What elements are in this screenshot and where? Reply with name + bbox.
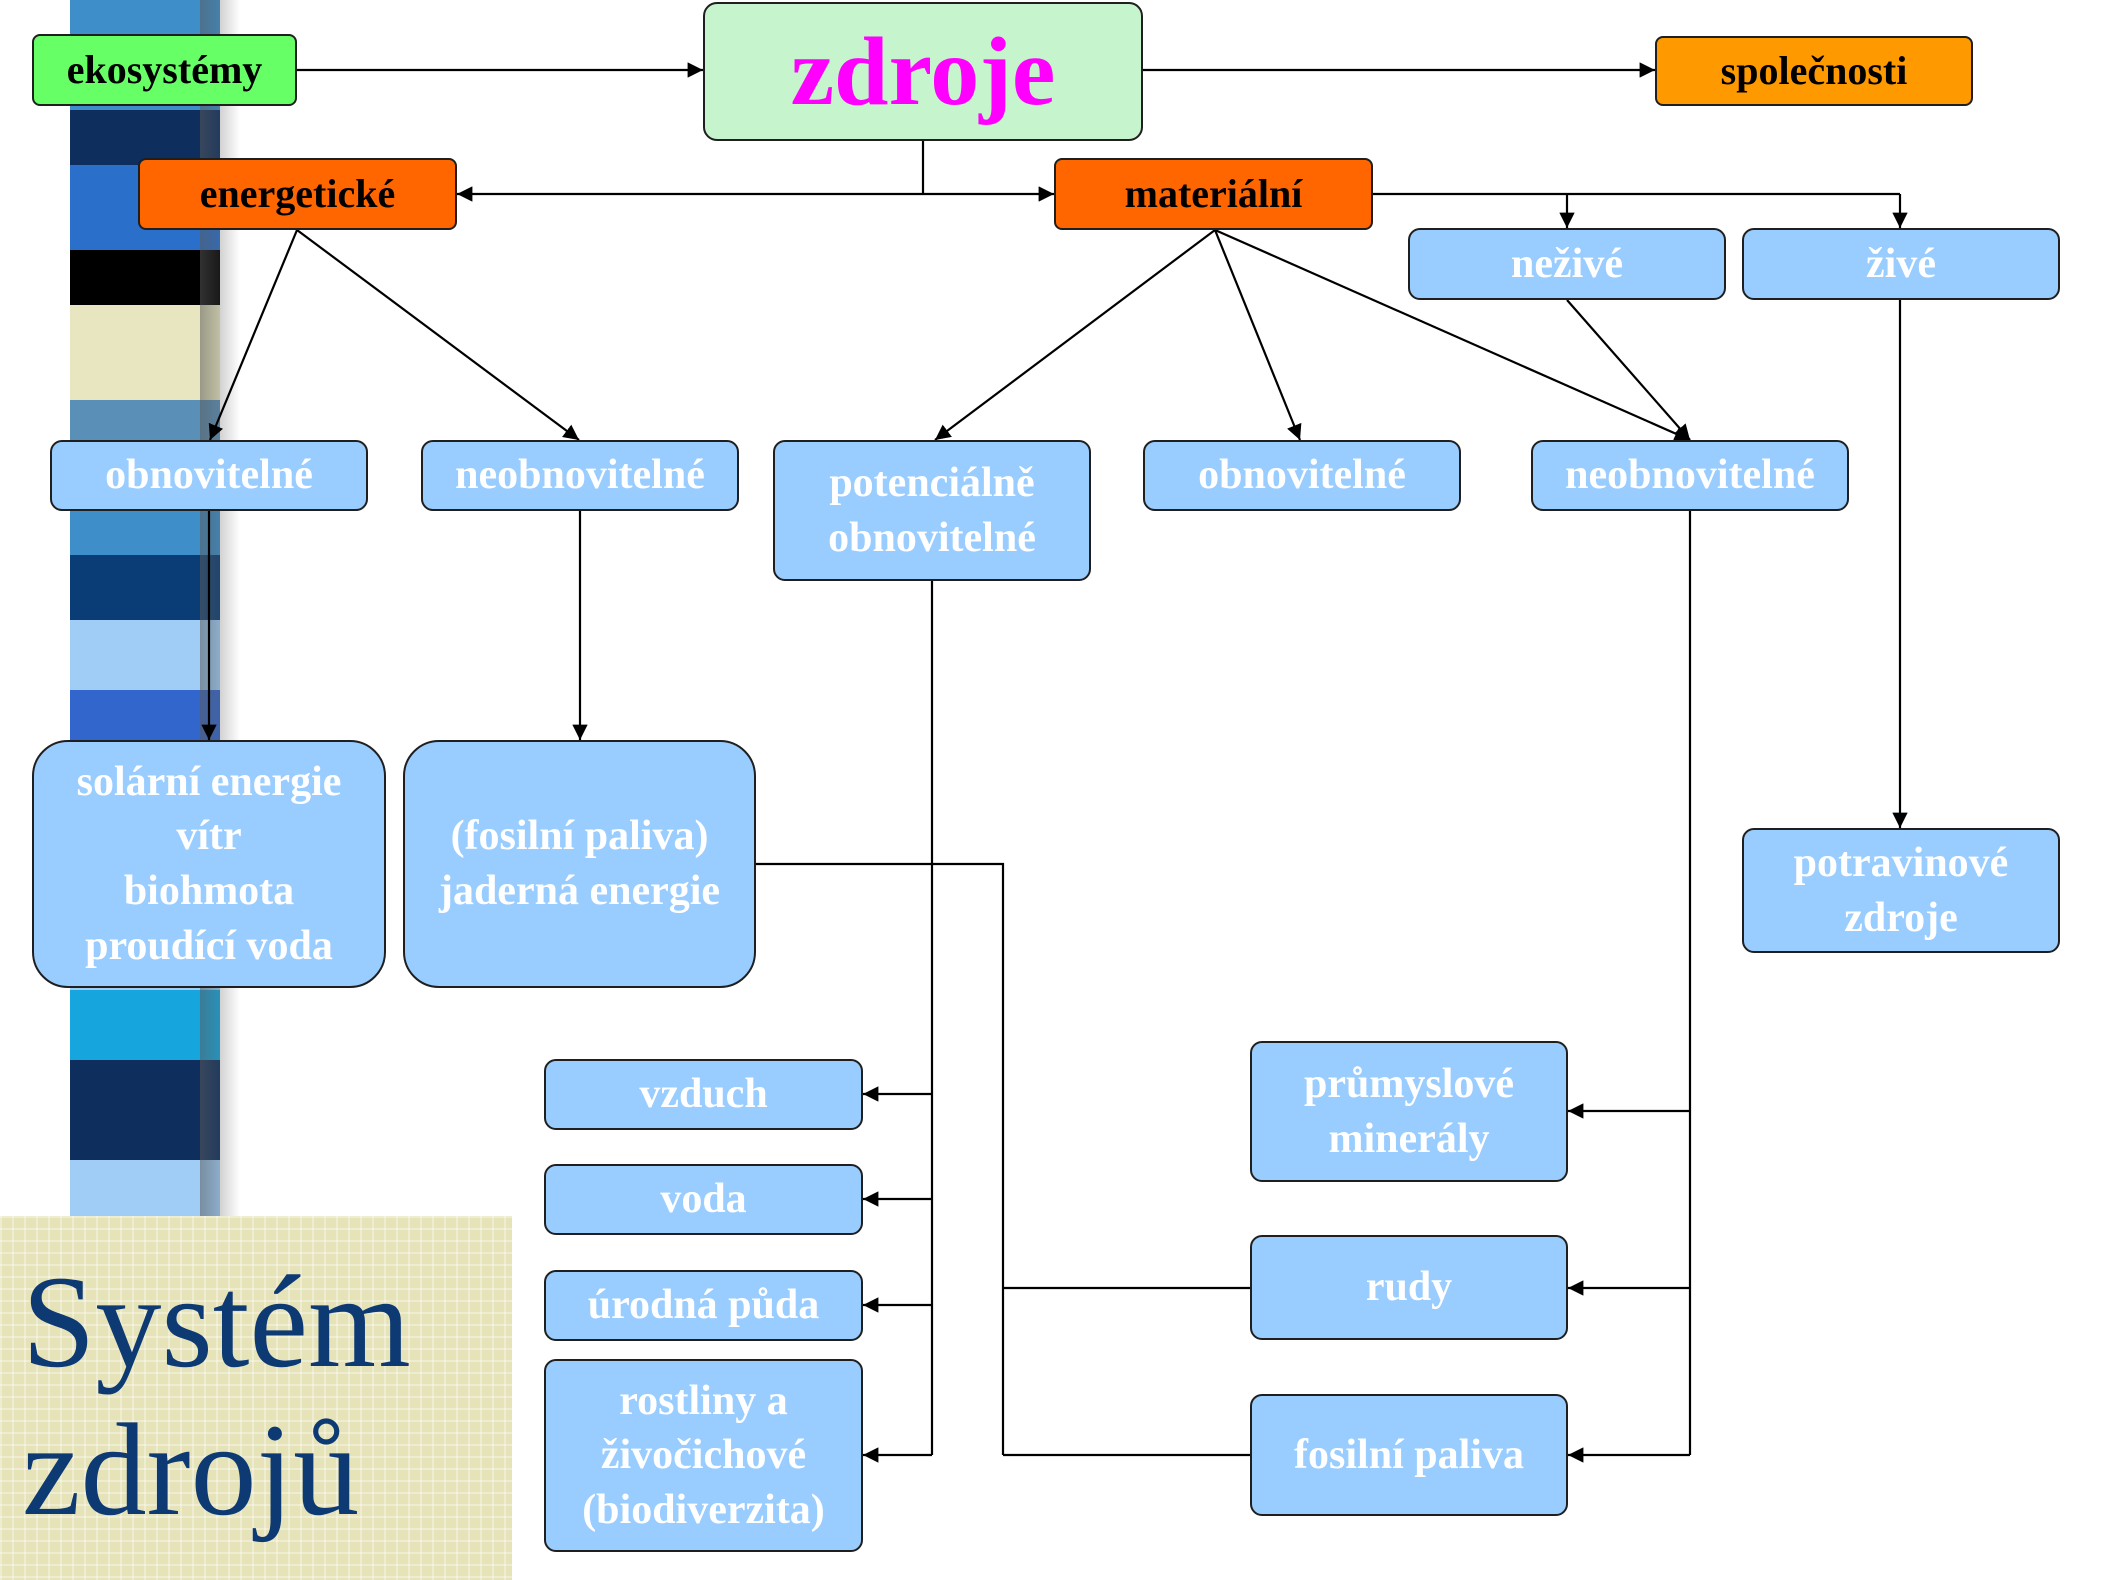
decor-stripe [70,555,220,620]
node-water: voda [544,1164,863,1235]
node-root: zdroje [703,2,1143,141]
node-ores: rudy [1250,1235,1568,1340]
node-energy-nonrenewable: neobnovitelné [421,440,739,511]
node-mat-nonrenewable: neobnovitelné [1531,440,1849,511]
connector-energetic-renewable [208,229,299,441]
node-living: živé [1742,228,2060,300]
node-mat-potentially-renewable: potenciálně obnovitelné [773,440,1091,581]
decor-stripe [70,990,220,1060]
connector-nonliving-nonrenewable [1566,299,1691,441]
node-plants-animals: rostliny a živočichové (biodiverzita) [544,1359,863,1552]
node-material: materiální [1054,158,1373,230]
node-energy-nonrenewable-examples: (fosilní paliva) jaderná energie [403,740,756,988]
node-fossil-fuels: fosilní paliva [1250,1394,1568,1516]
slide-title: Systém zdrojů [22,1248,411,1543]
node-mat-renewable: obnovitelné [1143,440,1461,511]
decor-stripe [70,1160,220,1220]
connector-material-nonrenewable [1214,228,1691,442]
node-energetic: energetické [138,158,457,230]
decor-stripe [70,620,220,690]
decor-stripe [70,250,220,305]
node-industrial-minerals: průmyslové minerály [1250,1041,1568,1182]
node-societies: společnosti [1655,36,1973,106]
connector-energetic-nonrenewable [296,229,580,441]
node-food-resources: potravinové zdroje [1742,828,2060,953]
decor-stripe [70,1060,220,1160]
node-energy-renewable: obnovitelné [50,440,368,511]
node-fertile-soil: úrodná půda [544,1270,863,1341]
node-nonliving: neživé [1408,228,1726,300]
node-air: vzduch [544,1059,863,1130]
node-energy-renewable-examples: solární energie vítr biohmota proudící v… [32,740,386,988]
connector-material-potential [934,229,1216,441]
connector-fossil-energy-bus [756,862,1005,1455]
connector-material-renewable [1213,229,1302,441]
title-panel [0,1216,512,1580]
node-ecosystems: ekosystémy [32,34,297,106]
decor-stripe [70,305,220,400]
